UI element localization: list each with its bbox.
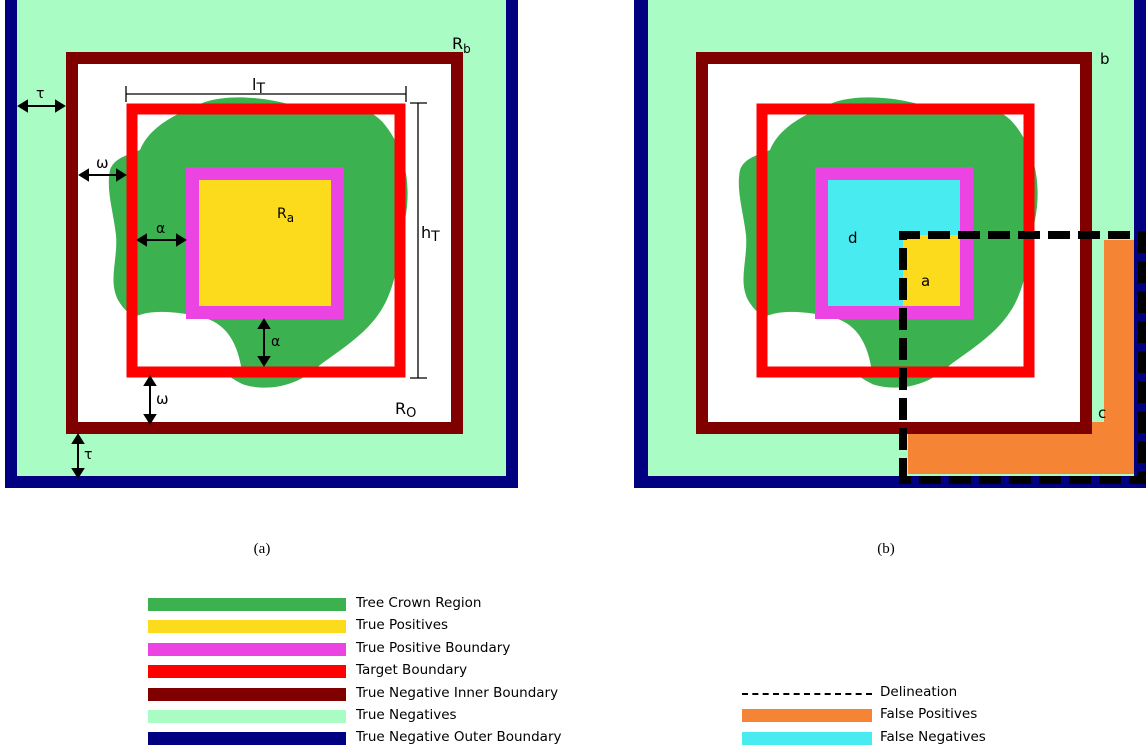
ro-label: RO	[395, 399, 416, 421]
legend-label: True Positive Boundary	[356, 639, 511, 656]
legend-dashed-line	[742, 693, 872, 695]
delineation-line	[899, 231, 1146, 484]
label-a: a	[921, 272, 930, 290]
legend-label: True Negative Inner Boundary	[356, 684, 559, 701]
legend-label: True Negatives	[356, 707, 457, 723]
legend-label: False Negatives	[880, 728, 986, 745]
legend-swatch	[148, 620, 346, 634]
legend-item: True Negative Outer Boundary	[148, 728, 568, 750]
crown-gap	[133, 311, 242, 372]
crown-gap-b	[763, 311, 872, 372]
legend-item: Target Boundary	[148, 661, 568, 683]
target-boundary	[126, 103, 406, 378]
label-c: c	[1098, 404, 1106, 422]
legend-swatch	[148, 642, 346, 656]
legend-label: False Positives	[880, 706, 978, 723]
legend-item: Delineation	[742, 683, 1082, 705]
legend-item: False Negatives	[742, 728, 1082, 750]
tau-bottom-label: τ	[84, 447, 92, 463]
legend-swatch	[148, 710, 346, 723]
legend-swatch	[742, 731, 872, 745]
legend-swatch	[148, 732, 346, 746]
alpha-bottom-label: α	[271, 334, 280, 350]
alpha-left-label: α	[156, 221, 165, 237]
omega-left-label: ω	[96, 154, 109, 172]
legend-label: Target Boundary	[356, 662, 468, 679]
caption-a: (a)	[253, 541, 271, 557]
legend-swatch	[148, 598, 346, 611]
legend-item: True Positive Boundary	[148, 639, 568, 661]
ra-label: Ra	[277, 206, 294, 225]
legend-item: True Negatives	[148, 706, 568, 728]
panel-a-diagram: Rb RO Ra lT hT τ ω α α ω τ	[5, 0, 518, 488]
legend-item: Tree Crown Region	[148, 594, 568, 616]
true-positives-overlap	[903, 235, 960, 306]
label-d: d	[848, 229, 858, 247]
legend-item: False Positives	[742, 705, 1082, 727]
panel-b-diagram: a b c d	[634, 0, 1146, 488]
rb-label: Rb	[452, 34, 471, 56]
label-b: b	[1100, 50, 1110, 68]
omega-bottom-label: ω	[156, 390, 169, 408]
true-positives-region	[199, 180, 331, 306]
legend-item: True Positives	[148, 616, 568, 638]
legend-label: True Positives	[356, 617, 449, 634]
lt-label: lT	[252, 75, 265, 97]
legend-label: True Negative Outer Boundary	[356, 729, 562, 746]
tau-left-label: τ	[36, 86, 44, 102]
legend-swatch	[742, 709, 872, 723]
legend-label: Tree Crown Region	[356, 595, 482, 611]
legend-swatch	[148, 665, 346, 679]
target-boundary-b	[756, 103, 1035, 378]
ht-label: hT	[421, 223, 440, 245]
legend-item: True Negative Inner Boundary	[148, 684, 568, 706]
caption-b: (b)	[877, 541, 895, 557]
legend-label: Delineation	[880, 684, 958, 700]
false-positives-region	[908, 240, 1134, 474]
legend-swatch	[148, 687, 346, 701]
